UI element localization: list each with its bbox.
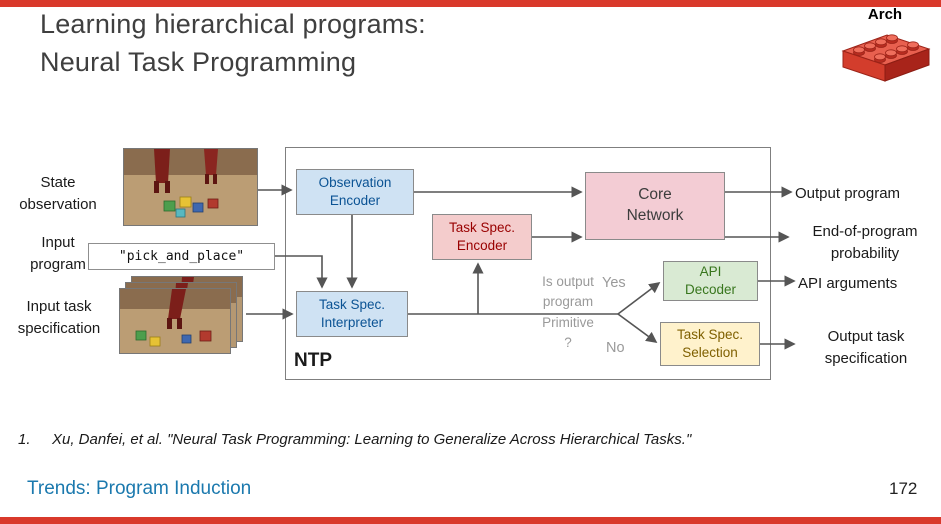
decision-question: Is output program Primitive ?: [542, 274, 594, 350]
state-observation-image: [123, 148, 258, 226]
node-observation-encoder: Observation Encoder: [296, 169, 414, 215]
decision-yes-label: Yes: [602, 275, 626, 291]
arch-label: Arch: [867, 6, 903, 23]
node-core-network: Core Network: [585, 172, 725, 240]
footnote: 1. Xu, Danfei, et al. "Neural Task Progra…: [18, 431, 691, 448]
node-task-spec-encoder: Task Spec. Encoder: [432, 214, 532, 260]
task-spec-image: [119, 288, 231, 354]
label-output-task-specification: Output task specification: [824, 328, 908, 367]
bottom-accent-bar: [0, 517, 941, 524]
label-input-program: Input program: [30, 234, 86, 273]
node-task-spec-interpreter: Task Spec. Interpreter: [296, 291, 408, 337]
decision-no-label: No: [606, 340, 625, 356]
label-input-task-specification: Input task specification: [17, 298, 101, 337]
ntp-label: NTP: [294, 350, 332, 371]
input-program-box: "pick_and_place": [88, 243, 275, 270]
slide-title: Learning hierarchical programs: Neural T…: [40, 9, 426, 77]
label-state-observation: State observation: [19, 174, 97, 213]
label-api-arguments: API arguments: [798, 275, 898, 292]
node-api-decoder: API Decoder: [663, 261, 758, 301]
label-end-of-program-probability: End-of-program probability: [812, 223, 918, 262]
label-output-program: Output program: [795, 185, 901, 202]
task-spec-image-stack: [119, 276, 251, 360]
footer-topic: Trends: Program Induction: [27, 478, 252, 499]
footnote-number: 1.: [18, 431, 31, 448]
page-number: 172: [889, 479, 918, 498]
lego-brick-icon: [841, 34, 931, 82]
input-program-value: "pick_and_place": [118, 249, 245, 264]
footnote-text: Xu, Danfei, et al. "Neural Task Programm…: [52, 431, 692, 448]
top-accent-bar: [0, 0, 941, 7]
node-task-spec-selection: Task Spec. Selection: [660, 322, 760, 366]
arch-corner: Arch: [832, 6, 938, 88]
